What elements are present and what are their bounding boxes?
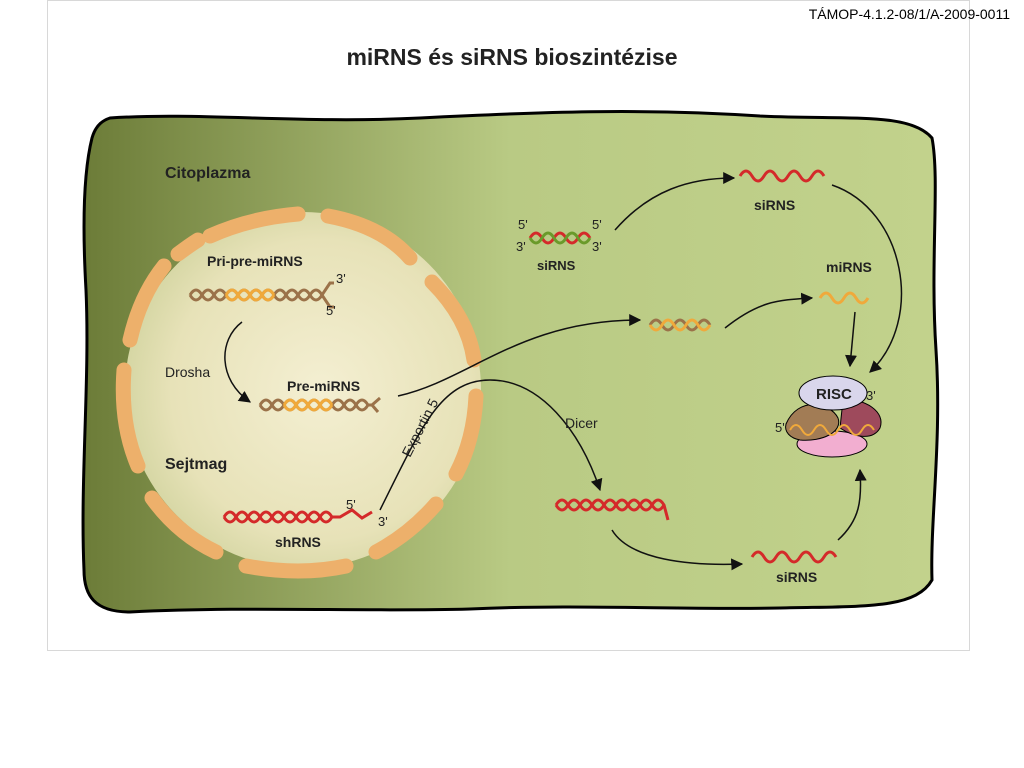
pri-5-end: 5' <box>326 303 336 318</box>
sirns-top-to-risc-arrow <box>831 184 903 373</box>
sirns-top-label: siRNS <box>754 197 795 213</box>
risc-3-end: 3' <box>866 388 876 403</box>
dicer-arrow <box>379 379 603 511</box>
sirns-bottom-to-risc-arrow <box>837 468 867 541</box>
pri-pre-mirns-strand <box>188 281 334 309</box>
dicer-product-to-sirns-arrow <box>611 529 744 571</box>
risc-complex <box>785 375 882 458</box>
drosha-label: Drosha <box>165 364 210 380</box>
shrns-label: shRNS <box>275 534 321 550</box>
sirns-bottom-strand <box>750 550 838 564</box>
duplex-5-right: 5' <box>592 217 602 232</box>
duplex-3-left: 3' <box>516 239 526 254</box>
nuclear-envelope <box>115 206 484 579</box>
sirns-duplex-label: siRNS <box>537 258 576 273</box>
sirns-bottom-label: siRNS <box>776 569 817 585</box>
dicer-product-strand <box>554 498 670 521</box>
pre-mirns-label: Pre-miRNS <box>287 378 360 394</box>
cytoplasm-premirna-duplex <box>648 318 712 332</box>
duplex-3-right: 3' <box>592 239 602 254</box>
shrns-3-end: 3' <box>378 514 388 529</box>
risc-5-end: 5' <box>775 420 785 435</box>
shrns-5-end: 5' <box>346 497 356 512</box>
sirns-top-strand <box>738 169 826 183</box>
mirns-label: miRNS <box>826 259 872 275</box>
nucleus-label: Sejtmag <box>165 456 227 473</box>
dicer-label: Dicer <box>565 415 598 431</box>
shrns-strand <box>222 508 373 524</box>
mirns-strand <box>818 291 870 305</box>
project-code: TÁMOP-4.1.2-08/1/A-2009-0011 <box>808 6 1010 22</box>
drosha-arrow <box>224 321 251 403</box>
premirna-to-mirns-arrow <box>724 292 814 329</box>
duplex-to-sirns-arrow <box>614 172 736 231</box>
export-arrow <box>397 314 642 397</box>
nucleus <box>125 212 481 568</box>
cytoplasm-label: Citoplazma <box>165 165 250 182</box>
pri-pre-mirns-label: Pri-pre-miRNS <box>207 253 303 269</box>
duplex-5-left: 5' <box>518 217 528 232</box>
sirns-duplex-strand <box>528 231 592 245</box>
risc-label: RISC <box>816 386 852 403</box>
pri-3-end: 3' <box>336 271 346 286</box>
pre-mirns-strand <box>258 396 381 413</box>
mirns-to-risc-arrow <box>845 311 857 368</box>
diagram-title: miRNS és siRNS bioszintézise <box>346 44 678 70</box>
